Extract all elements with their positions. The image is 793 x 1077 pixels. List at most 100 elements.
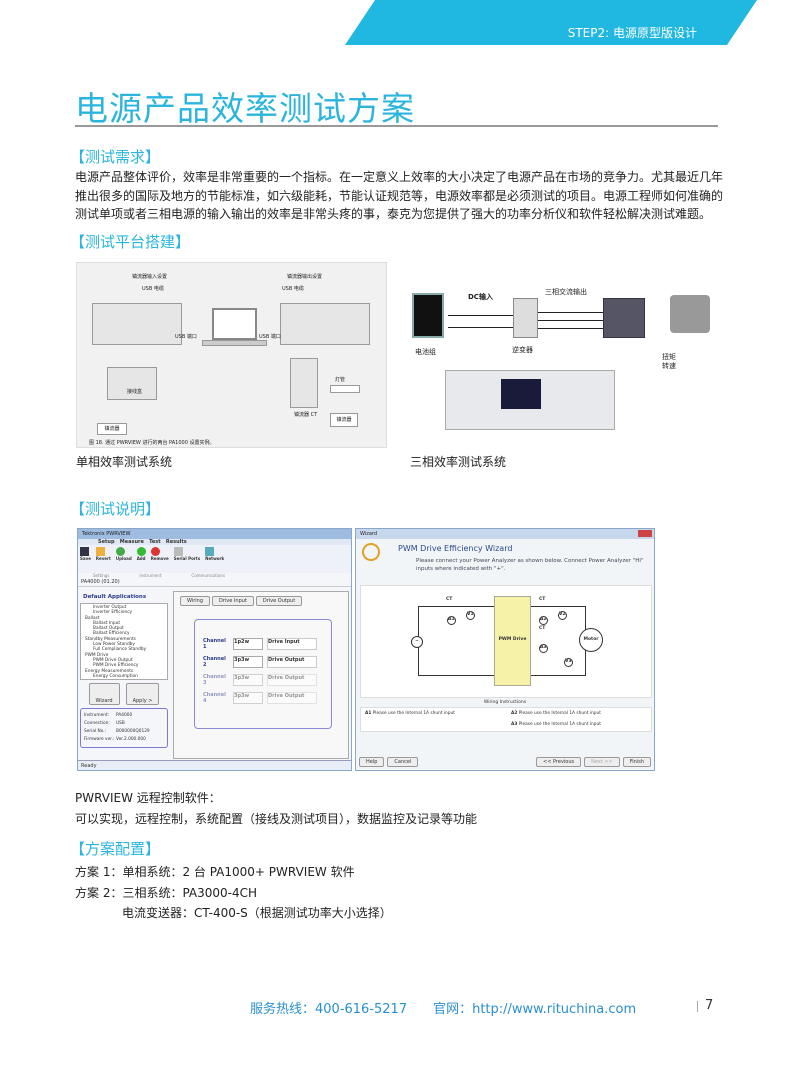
ac-source-icon: ~: [411, 636, 423, 648]
save-button[interactable]: Save: [80, 547, 91, 571]
ribbon-tabs: Setup Measure Test Results: [78, 539, 351, 545]
channel-mode-select[interactable]: 3p3w: [233, 692, 263, 704]
text-line: 电源产品整体评价，效率是非常重要的一个指标。在一定意义上效率的大小决定了电源产品…: [75, 170, 724, 184]
diagram-label: DC输入: [468, 293, 493, 301]
app-item[interactable]: Low Power Standby: [93, 642, 135, 648]
ct-label: CT: [539, 626, 546, 631]
channel-name-input[interactable]: Drive Input: [267, 638, 317, 650]
diagram-label: 逆变器: [512, 346, 533, 354]
remove-button[interactable]: Remove: [150, 547, 169, 571]
website-link[interactable]: 官网：http://www.rituchina.com: [433, 1002, 637, 1017]
three-phase-diagram: 电池组 DC输入 三相交流输出 逆变器 扭矩转速: [400, 265, 725, 450]
hotline: 服务热线：400-616-5217: [250, 1002, 408, 1017]
network-button[interactable]: Network: [205, 547, 224, 571]
app-item[interactable]: Standby Measurements: [85, 636, 136, 642]
page-number: 7: [696, 998, 714, 1013]
analyzer-2: [280, 303, 370, 345]
pwm-drive-block: PWM Drive: [494, 596, 531, 686]
app-item[interactable]: Inverter Output: [93, 605, 127, 610]
wizard-window: Wizard PWM Drive Efficiency Wizard Pleas…: [355, 528, 655, 771]
tab-setup[interactable]: Setup: [98, 539, 115, 545]
wizard-icon: [362, 543, 380, 561]
pwrview-window: Tektronix PWRVIEW Setup Measure Test Res…: [77, 528, 352, 771]
diagram-label: USB 电缆: [142, 286, 164, 292]
ammeter-a3: A3: [539, 644, 548, 653]
app-item[interactable]: Energy Consumption: [93, 673, 138, 679]
serial-ports-button[interactable]: Serial Ports: [173, 547, 200, 571]
description-text: PWRVIEW 远程控制软件： 可以实现，远程控制，系统配置（接线及测试项目），…: [75, 788, 725, 830]
help-button[interactable]: Help: [359, 757, 385, 767]
laptop: [212, 308, 257, 340]
info-row: Connection:USB: [84, 721, 125, 726]
text-line: 方案 1：单相系统：2 台 PA1000+ PWRVIEW 软件: [75, 865, 355, 879]
tab-test[interactable]: Test: [149, 539, 161, 545]
wizard-button[interactable]: Wizard: [88, 683, 120, 705]
app-item[interactable]: Ballast Output: [93, 626, 124, 632]
close-icon[interactable]: [638, 530, 652, 537]
cancel-button[interactable]: Cancel: [387, 757, 419, 767]
tab-measure[interactable]: Measure: [119, 539, 144, 545]
instrument-tab[interactable]: PA4000 (01.20): [78, 578, 351, 587]
footer-contact: 服务热线：400-616-5217 官网：http://www.rituchina…: [250, 998, 636, 1017]
wiring-item: A2 Please use the Internal 1A shunt inpu…: [511, 711, 601, 716]
text-line: PWRVIEW 远程控制软件：: [75, 791, 221, 805]
upload-button[interactable]: Upload: [115, 547, 132, 571]
config-text: 方案 1：单相系统：2 台 PA1000+ PWRVIEW 软件 方案 2：三相…: [75, 862, 725, 924]
previous-button[interactable]: << Previous: [536, 757, 582, 767]
revert-button[interactable]: Revert: [95, 547, 111, 571]
channel-name-input[interactable]: Drive Output: [267, 692, 317, 704]
title-bar: Tektronix PWRVIEW: [78, 529, 351, 539]
app-item[interactable]: Energy Measurements: [85, 668, 134, 674]
lamp: [330, 385, 360, 393]
text-line: 测试单项或者三相电源的输入输出的效率是非常头疼的事，泰克为您提供了强大的功率分析…: [75, 207, 712, 221]
wiring-diagram: ~ PWM Drive CT A1 V1 CT A2 V2 CT A3 V3 M…: [360, 585, 652, 698]
channel-name-input[interactable]: Drive Output: [267, 674, 317, 686]
app-item[interactable]: PWM Drive: [85, 652, 109, 658]
voltmeter-v2: V2: [558, 611, 567, 620]
app-item[interactable]: PWM Drive Output: [93, 657, 133, 663]
finish-button[interactable]: Finish: [622, 757, 651, 767]
channel-mode-select[interactable]: 3p3w: [233, 656, 263, 668]
channel-mode-select[interactable]: 3p3w: [233, 674, 263, 686]
wiring-item: A3 Please use the Internal 1A shunt inpu…: [511, 722, 601, 727]
section-heading-platform: 【测试平台搭建】: [70, 233, 191, 251]
diagram-label: 三相交流输出: [545, 288, 587, 296]
app-item[interactable]: Full Compliance Standby: [93, 647, 147, 653]
inverter: [513, 298, 538, 338]
subtab-drive-input[interactable]: Drive Input: [212, 596, 254, 606]
app-item[interactable]: Ballast Efficiency: [93, 631, 130, 637]
app-item[interactable]: PWM Drive Efficiency: [93, 663, 139, 669]
app-item[interactable]: Ballast Input: [93, 620, 121, 626]
app-item[interactable]: Ballast: [85, 615, 100, 621]
wizard-title-bar: Wizard: [356, 529, 654, 539]
laptop-base: [202, 340, 267, 346]
wiring-item: A1 Please use the Internal 1A shunt inpu…: [365, 711, 455, 716]
diagram-label: 接线盒: [127, 389, 143, 395]
wiring-instructions-title: Wiring Instructions: [483, 700, 527, 705]
wiring-instructions: A1 Please use the Internal 1A shunt inpu…: [360, 707, 652, 732]
next-button[interactable]: Next >>: [584, 757, 620, 767]
add-button[interactable]: Add: [136, 547, 146, 571]
single-phase-diagram: 镇流器输入设置 镇流器输出设置 USB 电缆 USB 电缆 USB 端口 USB…: [76, 262, 387, 448]
apply-button[interactable]: Apply >: [125, 683, 160, 705]
ballast-box: 镇流器: [330, 413, 358, 427]
channel-mode-select[interactable]: 1p2w: [233, 638, 263, 650]
diagram-label: 镇流器输入设置: [132, 274, 168, 280]
torque-speed-label: 扭矩转速: [662, 353, 676, 370]
tab-results[interactable]: Results: [165, 539, 187, 545]
apps-title: Default Applications: [83, 594, 147, 600]
channel-name-input[interactable]: Drive Output: [267, 656, 317, 668]
subtab-drive-output[interactable]: Drive Output: [255, 596, 303, 606]
subtab-wiring[interactable]: Wiring: [180, 596, 211, 606]
text-line: 推出很多的国际及地方的节能标准，如六级能耗，节能认证规范等，电源效率都是必须测试…: [75, 188, 724, 203]
diagram-label: 镇流器 CT: [294, 412, 318, 418]
title-divider: [75, 125, 718, 127]
page-title: 电源产品效率测试方案: [75, 89, 415, 128]
single-phase-caption: 单相效率测试系统: [76, 455, 173, 469]
app-item[interactable]: Inverter Efficiency: [93, 610, 133, 616]
